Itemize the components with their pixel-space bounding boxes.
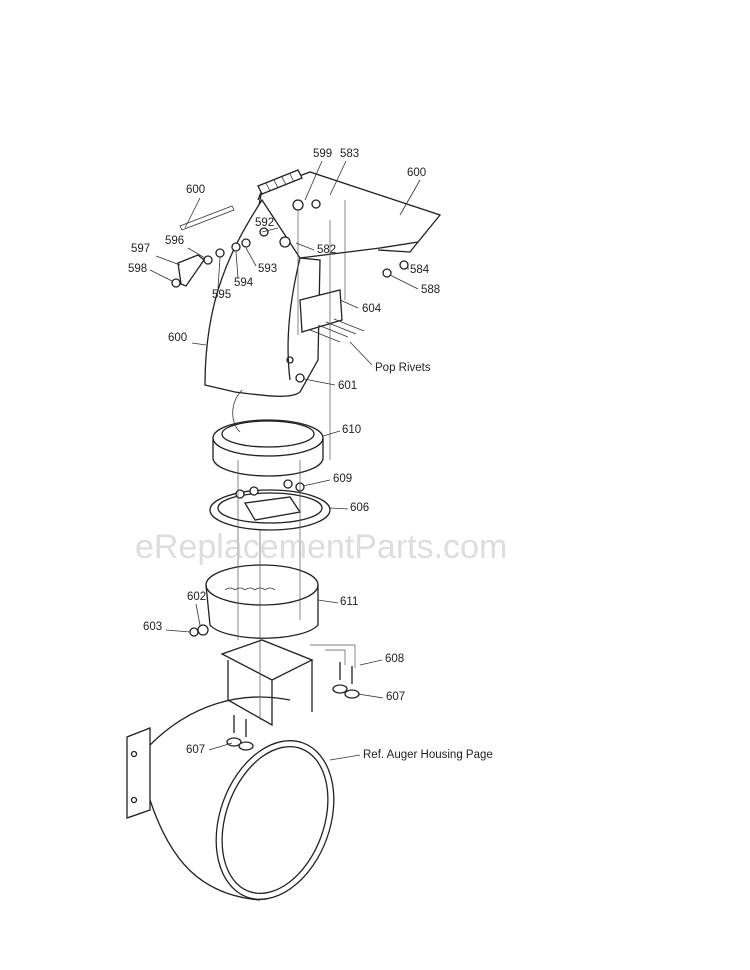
leader-line [322,430,341,437]
callout-label: 594 [234,277,254,289]
callout-label: 597 [131,243,150,255]
leader-line [235,251,239,279]
screws-607 [226,662,360,751]
callout-labels: 600 599 583 600 592 596 597 582 598 593 594 584 595 5… [128,148,493,761]
knob-part [177,254,205,287]
leader-line [187,247,206,259]
callout-label: Pop Rivets [375,362,431,374]
ring-611 [205,564,319,639]
callout-label: 584 [410,264,430,276]
leader-line [359,659,383,666]
leader-line [208,742,233,751]
adapter-608 [220,639,314,727]
leader-line [329,754,361,761]
callout-label: 609 [333,473,352,485]
leader-line [149,269,173,282]
pop-rivets [309,318,365,343]
leader-line [165,629,191,633]
leader-line [329,507,349,510]
hardware-parts [203,199,409,383]
leader-line [155,255,181,266]
leader-line [303,378,336,386]
callout-label: 595 [212,289,231,301]
callout-label: 608 [385,653,404,665]
auger-housing [126,696,335,901]
leader-line [245,247,257,267]
leader-line [399,179,421,216]
plate-606 [209,479,331,531]
leader-line [357,693,384,699]
leader-line [329,160,347,196]
callout-label: 588 [421,284,440,296]
watermark: eReplacementParts.com [135,528,507,566]
leader-line [295,242,315,251]
callout-label: 606 [350,502,369,514]
callout-label: 583 [340,148,359,160]
leader-line [195,603,201,626]
callout-label: 603 [143,621,162,633]
callout-label: 582 [317,244,336,256]
rod-part [179,205,235,231]
callout-label: 600 [186,184,205,196]
callout-label: 610 [342,424,361,436]
callout-label: 611 [340,596,358,608]
callout-label: 598 [128,263,147,275]
callout-label: 600 [168,332,187,344]
leader-line [339,299,359,309]
nut-598 [171,278,181,288]
leader-line [317,599,339,604]
leader-line [302,479,331,487]
callout-label: 604 [362,303,382,315]
callout-label: 596 [165,235,184,247]
leader-line [217,257,221,289]
callout-label: 593 [258,263,277,275]
callout-label: 599 [313,148,332,160]
bracket-part [299,289,343,333]
callout-label: 592 [255,217,274,229]
callout-label: Ref. Auger Housing Page [363,749,493,761]
callout-label: 601 [338,380,357,392]
leader-line [304,160,323,201]
leader-line [261,227,279,233]
ring-610 [212,419,324,477]
leader-line [389,274,419,290]
callout-label: 600 [407,167,426,179]
leader-line [184,197,201,229]
leader-line [349,341,373,366]
callout-label: 602 [187,591,206,603]
callout-label: 607 [386,691,405,703]
leader-line [191,342,207,346]
callout-label: 607 [186,744,205,756]
